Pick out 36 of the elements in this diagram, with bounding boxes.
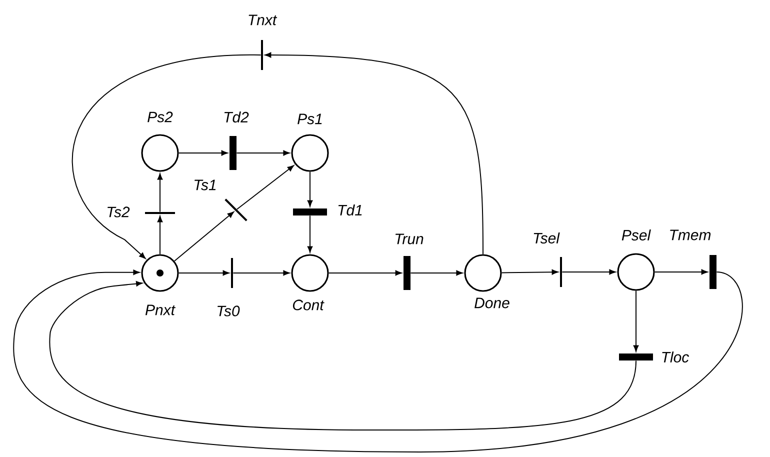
node-label: Td1: [338, 204, 362, 216]
node-label: Ts2: [108, 206, 130, 218]
arrow: [307, 215, 313, 253]
node-label: Trun: [396, 234, 424, 244]
arrow: [157, 173, 163, 212]
node-label: Cont: [293, 300, 324, 310]
node-label: Psel: [622, 229, 651, 240]
arrow: [157, 216, 163, 255]
arrow: [633, 290, 639, 352]
arrow: [328, 270, 402, 276]
arrow: [501, 269, 558, 275]
arrow: [72, 54, 262, 259]
node-label: Done: [474, 298, 510, 308]
arrow: [264, 52, 484, 255]
node-label: Tmem: [670, 230, 711, 240]
arrow: [654, 269, 708, 275]
arrow: [178, 270, 230, 276]
arrow: [236, 150, 290, 156]
node-label: Td2: [224, 111, 249, 122]
node-label: Pnxt: [145, 304, 176, 316]
arrow: [174, 212, 234, 262]
arrow: [232, 270, 290, 276]
arrow: [410, 270, 463, 276]
arrow: [13, 270, 743, 452]
arrow: [178, 150, 228, 156]
arrow: [236, 165, 294, 210]
arrow: [49, 281, 636, 430]
arrow: [307, 171, 313, 207]
node-label: Tsel: [534, 232, 560, 244]
node-label: Ts1: [194, 180, 216, 190]
arrow: [562, 269, 616, 275]
node-label: Ps1: [298, 114, 322, 124]
node-label: Tloc: [662, 351, 689, 362]
node-label: Ts0: [218, 306, 240, 316]
node-label: Ps2: [148, 112, 173, 122]
node-label: Tnxt: [248, 14, 278, 26]
